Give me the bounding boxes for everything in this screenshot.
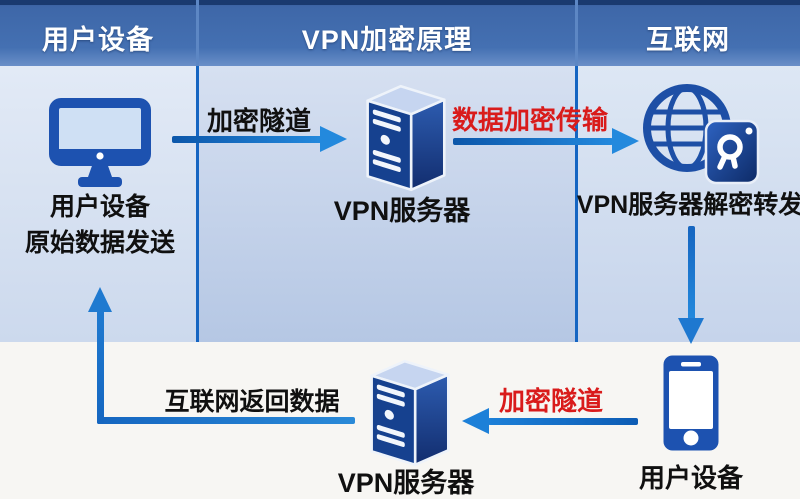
arrow-tunnel-left-shaft xyxy=(488,418,638,425)
vpn-server-top-label: VPN服务器 xyxy=(333,196,471,226)
tunnel-bottom-label: 加密隧道 xyxy=(498,386,604,416)
header-section-user-device: 用户设备 xyxy=(42,25,154,55)
device-subtitle-label: 原始数据发送 xyxy=(24,229,176,257)
tunnel-top-label: 加密隧道 xyxy=(206,106,312,136)
phone-label: 用户设备 xyxy=(638,463,744,493)
device-title-label: 用户设备 xyxy=(49,193,151,221)
vpn-server-bottom-label: VPN服务器 xyxy=(337,468,475,498)
column-divider-right xyxy=(575,0,578,342)
smartphone-icon xyxy=(663,355,719,451)
header-section-internet: 互联网 xyxy=(646,25,730,55)
key-badge-icon xyxy=(704,119,760,185)
arrow-down-to-phone-head xyxy=(678,318,704,344)
arrow-down-to-phone-shaft xyxy=(688,226,695,320)
internet-node-label: VPN服务器解密转发 xyxy=(576,191,800,219)
encrypted-transfer-label: 数据加密传输 xyxy=(451,105,609,135)
arrow-tunnel-right-head xyxy=(320,126,347,152)
arrow-tunnel-left-head xyxy=(462,408,489,434)
arrow-tunnel-right-shaft xyxy=(172,136,322,143)
arrow-encrypted-transfer-head xyxy=(612,128,639,154)
desktop-computer-icon xyxy=(49,98,151,187)
arrow-return-head xyxy=(88,287,112,312)
arrow-return-vertical xyxy=(97,310,104,424)
server-icon-bottom xyxy=(370,359,450,467)
arrow-return-horizontal xyxy=(97,417,355,424)
return-label: 互联网返回数据 xyxy=(164,388,340,416)
header-section-vpn-principle: VPN加密原理 xyxy=(301,25,473,55)
arrow-encrypted-transfer-shaft xyxy=(453,138,613,145)
column-divider-left xyxy=(196,0,199,342)
globe-icon xyxy=(643,84,760,185)
header-bar: 用户设备 VPN加密原理 互联网 xyxy=(0,0,800,66)
server-icon-top xyxy=(366,84,446,192)
